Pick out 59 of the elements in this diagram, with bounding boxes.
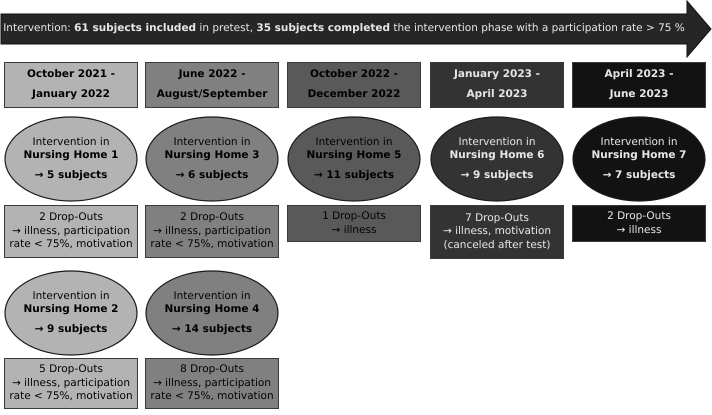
dropout-box: [145, 358, 279, 409]
nursing-home-ellipse: [145, 116, 279, 202]
intervention-title: Intervention in Nursing Home 2: [22, 290, 120, 317]
nursing-home-ellipse: [145, 270, 279, 356]
subject-count: → 11 subjects: [312, 168, 396, 182]
dropout-box: [4, 358, 138, 409]
subject-count: → 9 subjects: [34, 322, 108, 336]
date-range: January 2023 -: [454, 68, 540, 82]
nursing-home-ellipse: [572, 116, 706, 202]
date-range: October 2021 -: [26, 68, 116, 82]
subject-count: → 5 subjects: [34, 168, 108, 182]
date-range: August/September: [156, 88, 268, 102]
dropout-count: 2 Drop-Outs: [38, 211, 104, 225]
dropout-box: [145, 205, 279, 258]
dropout-reason: → illness, participation rate < 75%, motivation: [149, 224, 275, 252]
intervention-title: Intervention in Nursing Home 6: [448, 136, 546, 163]
date-range: April 2023 -: [604, 68, 674, 82]
date-range: October 2022 -: [310, 68, 398, 82]
date-range: June 2023: [610, 88, 668, 102]
date-range: June 2022 -: [178, 68, 246, 82]
dropout-count: 8 Drop-Outs: [179, 363, 245, 377]
intervention-title: Intervention in Nursing Home 1: [22, 136, 120, 163]
date-range: January 2022: [32, 88, 110, 102]
nursing-home-ellipse: [287, 116, 421, 202]
date-box: [4, 62, 138, 108]
dropout-count: 2 Drop-Outs: [606, 210, 672, 224]
subject-count: → 6 subjects: [174, 168, 250, 182]
intervention-title: Intervention in Nursing Home 7: [590, 136, 688, 163]
intervention-title: Intervention in Nursing Home 5: [306, 136, 402, 163]
dropout-box: [572, 205, 706, 242]
banner-text: Intervention: 61 subjects included in pretest, 35 subjects completed the intervention phase with a participation rate > 75 %: [3, 22, 685, 36]
intervention-title: Intervention in Nursing Home 4: [164, 290, 260, 317]
date-box: [145, 62, 279, 108]
dropout-count: 2 Drop-Outs: [179, 211, 245, 225]
date-range: April 2023: [466, 88, 528, 102]
dropout-reason: → illness, participation rate < 75%, motivation: [149, 376, 275, 404]
nursing-home-ellipse: [4, 116, 138, 202]
dropout-reason: → illness: [616, 224, 662, 238]
subject-count: → 7 subjects: [602, 168, 676, 182]
dropout-reason: → illness, participation rate < 75%, motivation: [8, 224, 134, 252]
date-box: [287, 62, 421, 108]
dropout-count: 5 Drop-Outs: [38, 363, 104, 377]
nursing-home-ellipse: [4, 270, 138, 356]
dropout-box: [430, 205, 564, 259]
date-box: [430, 62, 564, 108]
dropout-reason: → illness, motivation (canceled after test): [442, 225, 552, 252]
dropout-reason: → illness, participation rate < 75%, motivation: [8, 376, 134, 404]
subject-count: → 9 subjects: [460, 168, 534, 182]
dropout-count: 1 Drop-Outs: [321, 210, 387, 224]
arrow-banner: [0, 0, 712, 58]
subject-count: → 14 subjects: [170, 322, 254, 336]
date-range: December 2022: [308, 88, 400, 102]
dropout-count: 7 Drop-Outs: [464, 212, 530, 226]
dropout-box: [287, 205, 421, 242]
date-box: [572, 62, 706, 108]
dropout-box: [4, 205, 138, 258]
nursing-home-ellipse: [430, 116, 564, 202]
dropout-reason: → illness: [330, 224, 378, 238]
intervention-title: Intervention in Nursing Home 3: [164, 136, 260, 163]
